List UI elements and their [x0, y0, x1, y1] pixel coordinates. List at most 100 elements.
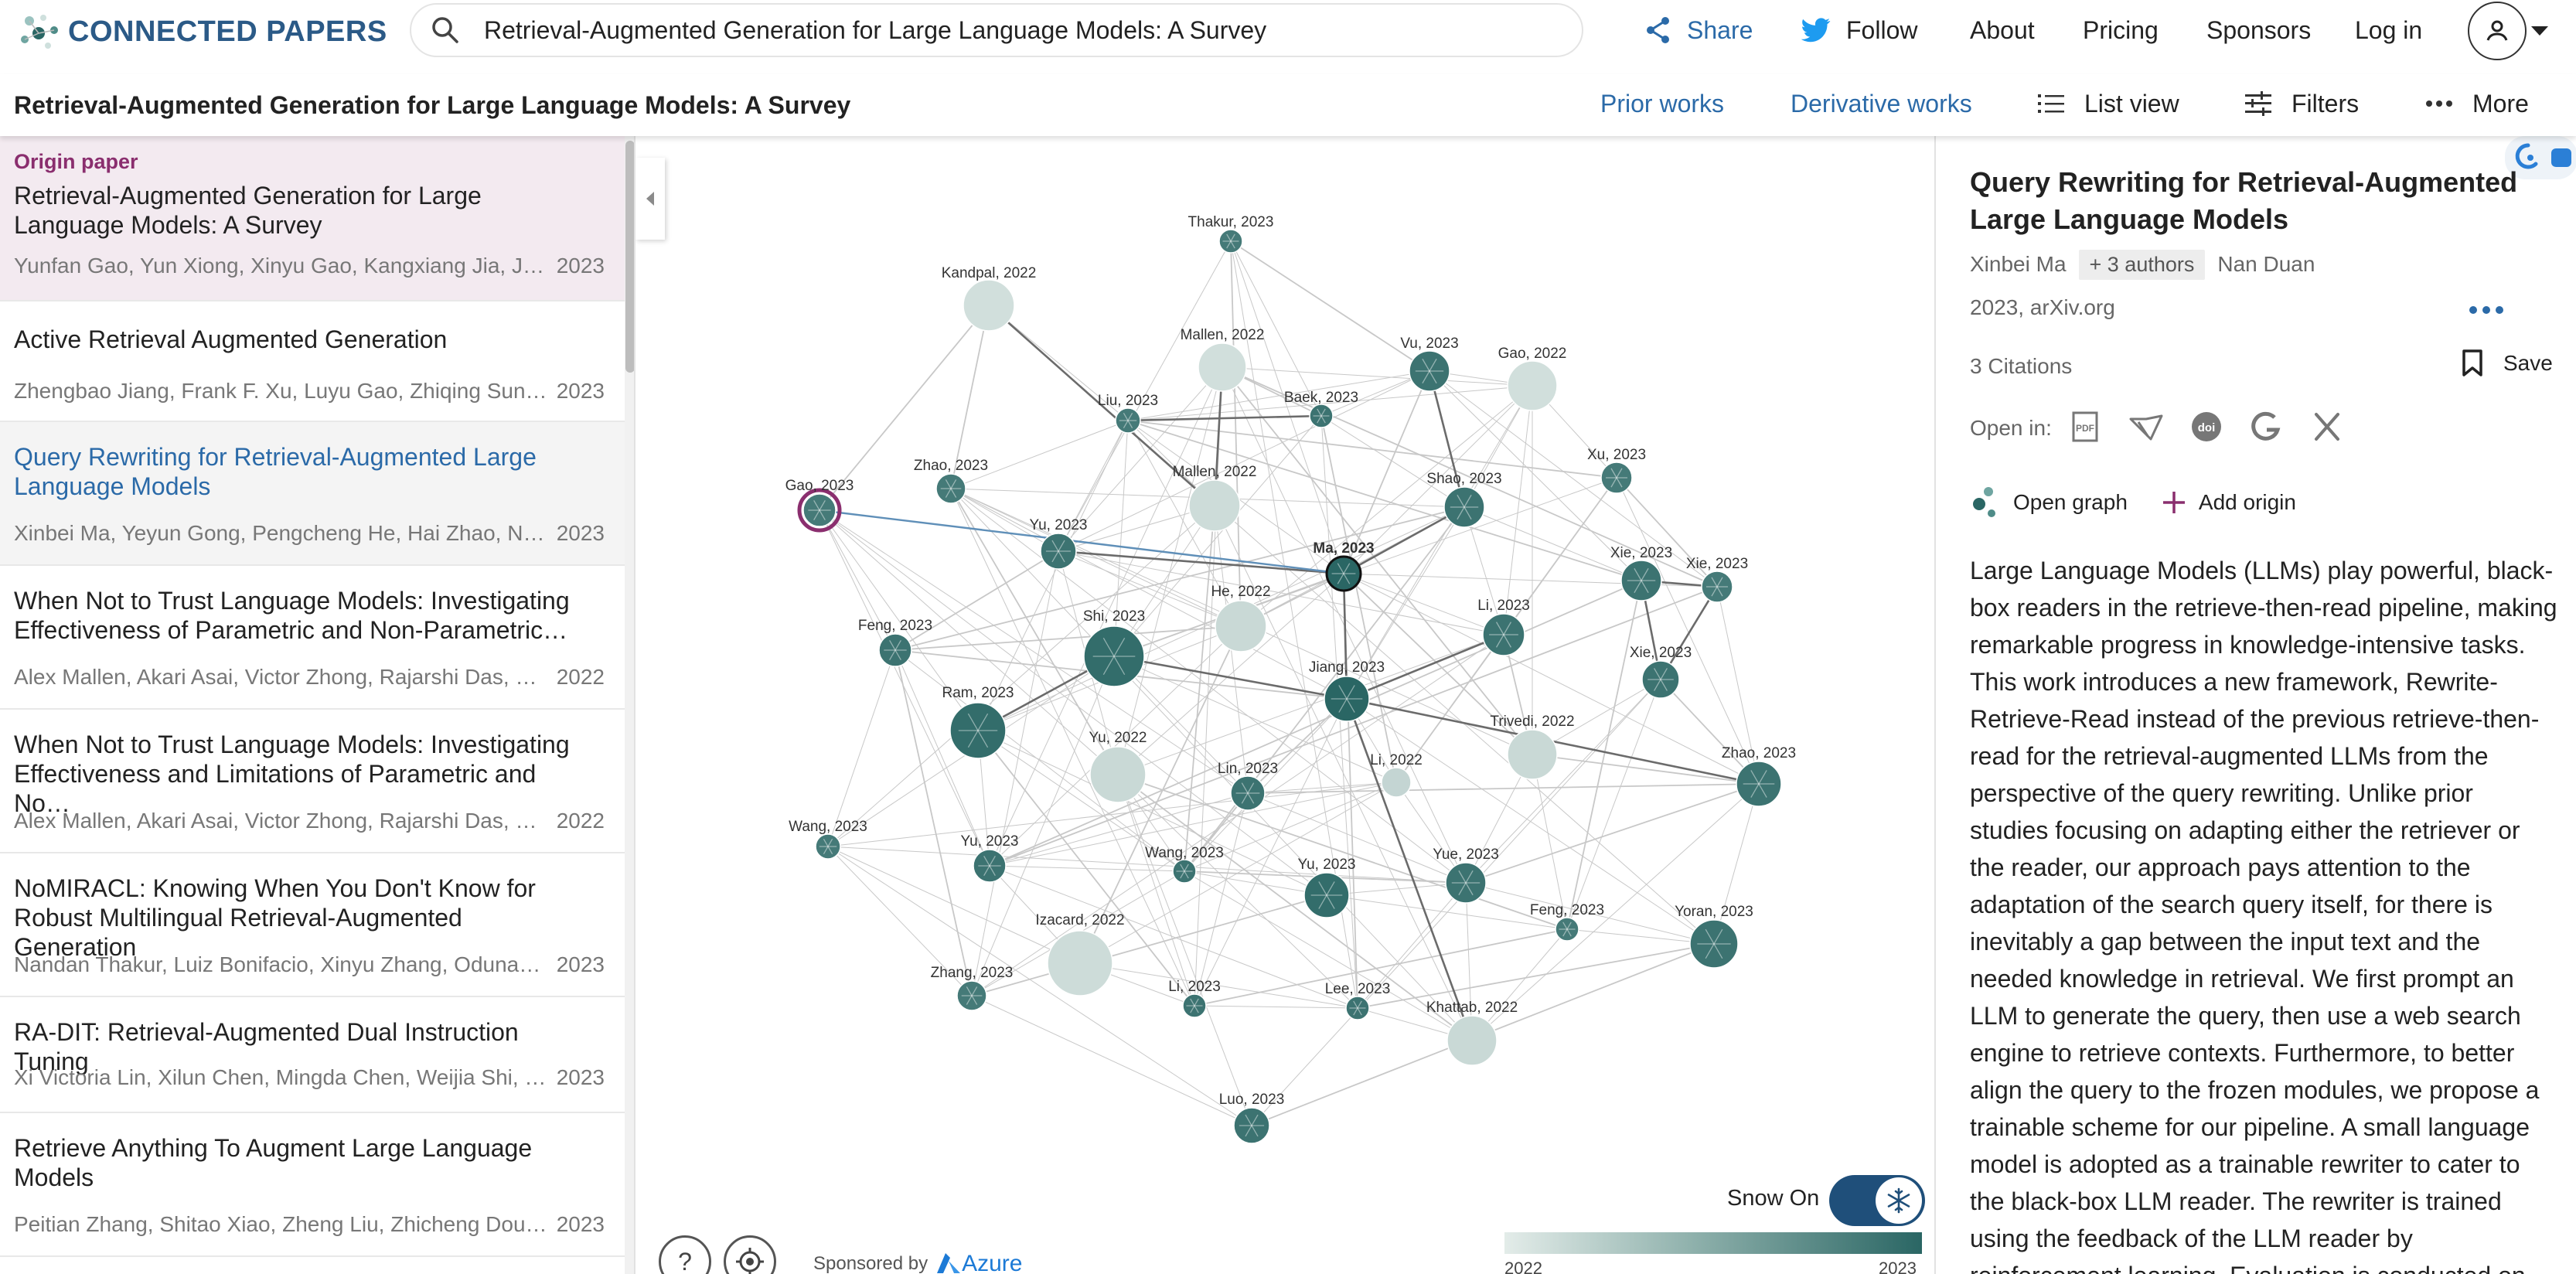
more-button[interactable]: More: [2426, 74, 2529, 133]
detail-menu-button[interactable]: [2469, 306, 2503, 314]
graph-node[interactable]: Yu, 2023: [960, 833, 1019, 883]
filters-button[interactable]: Filters: [2245, 74, 2359, 133]
list-item[interactable]: When Not to Trust Language Models: Inves…: [0, 566, 625, 710]
graph-node[interactable]: Wang, 2023: [1145, 845, 1224, 884]
prior-works-button[interactable]: Prior works: [1600, 90, 1725, 118]
graph-node[interactable]: Wang, 2023: [789, 819, 867, 860]
chevron-down-icon[interactable]: [2531, 26, 2548, 36]
list-item[interactable]: NoMIRACL: Knowing When You Don't Know fo…: [0, 853, 625, 997]
add-origin-button[interactable]: Add origin: [2162, 490, 2296, 515]
graph-node[interactable]: Luo, 2023: [1219, 1092, 1285, 1144]
scrollbar-thumb[interactable]: [625, 141, 634, 373]
graph-node[interactable]: Xie, 2023: [1630, 645, 1692, 699]
graph-node[interactable]: Xie, 2023: [1686, 556, 1748, 603]
graph-node[interactable]: Thakur, 2023: [1188, 214, 1274, 254]
graph-node[interactable]: Zhao, 2023: [1722, 745, 1796, 807]
graph-node[interactable]: Shi, 2023: [1083, 608, 1145, 687]
help-button[interactable]: ?: [659, 1235, 711, 1274]
about-link[interactable]: About: [1970, 16, 2035, 44]
snow-toggle[interactable]: [1829, 1175, 1925, 1226]
graph-node[interactable]: Izacard, 2022: [1035, 912, 1125, 996]
graph-node[interactable]: Liu, 2023: [1098, 393, 1158, 434]
graph-node[interactable]: Mallen, 2022: [1173, 464, 1257, 532]
list-item[interactable]: When Not to Trust Language Models: Inves…: [0, 710, 625, 853]
open-graph-button[interactable]: Open graph: [1970, 485, 2128, 519]
graph-node[interactable]: Feng, 2023: [1530, 902, 1604, 942]
last-author[interactable]: Nan Duan: [2217, 252, 2315, 276]
pricing-link[interactable]: Pricing: [2083, 16, 2159, 44]
graph-edge: [1346, 698, 1715, 945]
list-item[interactable]: Active Retrieval Augmented Generation Zh…: [0, 301, 625, 422]
graph-node[interactable]: He, 2022: [1211, 584, 1271, 652]
graph-node[interactable]: Li, 2022: [1370, 752, 1423, 798]
graph-node[interactable]: Yue, 2023: [1433, 846, 1499, 904]
doi-icon[interactable]: doi: [2188, 408, 2225, 445]
google-scholar-icon[interactable]: [2248, 408, 2285, 445]
derivative-works-button[interactable]: Derivative works: [1791, 90, 1972, 118]
list-view-button[interactable]: List view: [2038, 74, 2179, 133]
sponsor-banner[interactable]: Sponsored by Azure: [813, 1251, 1022, 1274]
assistant-icon[interactable]: [2505, 136, 2576, 179]
graph-edge: [1127, 370, 1430, 421]
graph-node[interactable]: Lin, 2023: [1218, 761, 1278, 811]
list-item[interactable]: Retrieve Anything To Augment Large Langu…: [0, 1113, 625, 1257]
graph-node[interactable]: Gao, 2022: [1498, 346, 1567, 411]
pdf-icon[interactable]: PDF: [2067, 408, 2104, 445]
graph-edge: [977, 730, 1327, 896]
list-item-authors: Xinbei Ma, Yeyun Gong, Pengcheng He, Hai…: [14, 521, 547, 545]
share-button[interactable]: Share: [1645, 0, 1753, 60]
graph-node-label: Lin, 2023: [1218, 761, 1278, 777]
graph-node[interactable]: Khattab, 2022: [1426, 1000, 1518, 1066]
save-button[interactable]: Save: [2462, 346, 2553, 380]
graph-node[interactable]: Xie, 2023: [1610, 545, 1672, 601]
graph-edge: [1247, 782, 1397, 794]
detail-title[interactable]: Query Rewriting for Retrieval-Augmented …: [1970, 166, 2518, 235]
collapse-list-button[interactable]: [635, 158, 665, 240]
graph-node[interactable]: Feng, 2023: [858, 618, 932, 667]
graph-node[interactable]: Baek, 2023: [1284, 390, 1358, 428]
graph-node[interactable]: Shao, 2023: [1426, 471, 1502, 528]
sponsors-link[interactable]: Sponsors: [2206, 16, 2312, 44]
scrollbar-track[interactable]: [625, 136, 634, 1274]
graph-toolbar: Retrieval-Augmented Generation for Large…: [0, 74, 2576, 136]
graph-node[interactable]: Li, 2023: [1477, 598, 1530, 656]
graph-node[interactable]: Yoran, 2023: [1675, 904, 1753, 969]
x-icon[interactable]: [2309, 408, 2346, 445]
logo[interactable]: CONNECTED PAPERS: [17, 6, 387, 57]
graph-node[interactable]: Li, 2023: [1168, 979, 1221, 1018]
graph-node[interactable]: Kandpal, 2022: [942, 265, 1037, 332]
list-item-origin[interactable]: Origin paper Retrieval-Augmented Generat…: [0, 136, 625, 301]
graph-node[interactable]: Lee, 2023: [1325, 981, 1391, 1020]
login-link[interactable]: Log in: [2355, 16, 2423, 44]
graph-node[interactable]: Zhang, 2023: [931, 965, 1014, 1011]
recenter-button[interactable]: [724, 1235, 776, 1274]
graph-edge: [1117, 634, 1504, 775]
list-item-selected[interactable]: Query Rewriting for Retrieval-Augmented …: [0, 422, 625, 566]
graph-node[interactable]: Yu, 2022: [1089, 730, 1147, 803]
graph-node[interactable]: Jiang, 2023: [1309, 659, 1385, 722]
search-bar[interactable]: [410, 3, 1583, 57]
graph-edge: [827, 846, 1467, 884]
graph-node[interactable]: Ram, 2023: [942, 685, 1014, 759]
snow-label: Snow On: [1727, 1186, 1820, 1211]
graph-node[interactable]: Yu, 2023: [1029, 517, 1088, 570]
first-author[interactable]: Xinbei Ma: [1970, 252, 2067, 276]
account-button[interactable]: [2468, 2, 2527, 60]
graph-node[interactable]: Vu, 2023: [1400, 336, 1459, 392]
graph-node[interactable]: Gao, 2023: [785, 478, 854, 533]
follow-button[interactable]: Follow: [1801, 0, 1917, 60]
more-authors-badge[interactable]: + 3 authors: [2078, 249, 2206, 280]
graph-node[interactable]: Trivedi, 2022: [1490, 714, 1575, 780]
graph-node[interactable]: Yu, 2023: [1297, 857, 1356, 918]
graph-node[interactable]: Zhao, 2023: [914, 458, 988, 504]
graph-edge: [1184, 870, 1473, 1041]
graph-node[interactable]: Ma, 2023: [1313, 540, 1375, 592]
semantic-scholar-icon[interactable]: [2128, 408, 2165, 445]
graph-node[interactable]: Mallen, 2022: [1181, 327, 1265, 392]
graph-node-label: Feng, 2023: [1530, 902, 1604, 918]
search-input[interactable]: [484, 15, 1551, 45]
list-item[interactable]: RA-DIT: Retrieval-Augmented Dual Instruc…: [0, 997, 625, 1113]
graph-node[interactable]: Xu, 2023: [1587, 447, 1646, 494]
